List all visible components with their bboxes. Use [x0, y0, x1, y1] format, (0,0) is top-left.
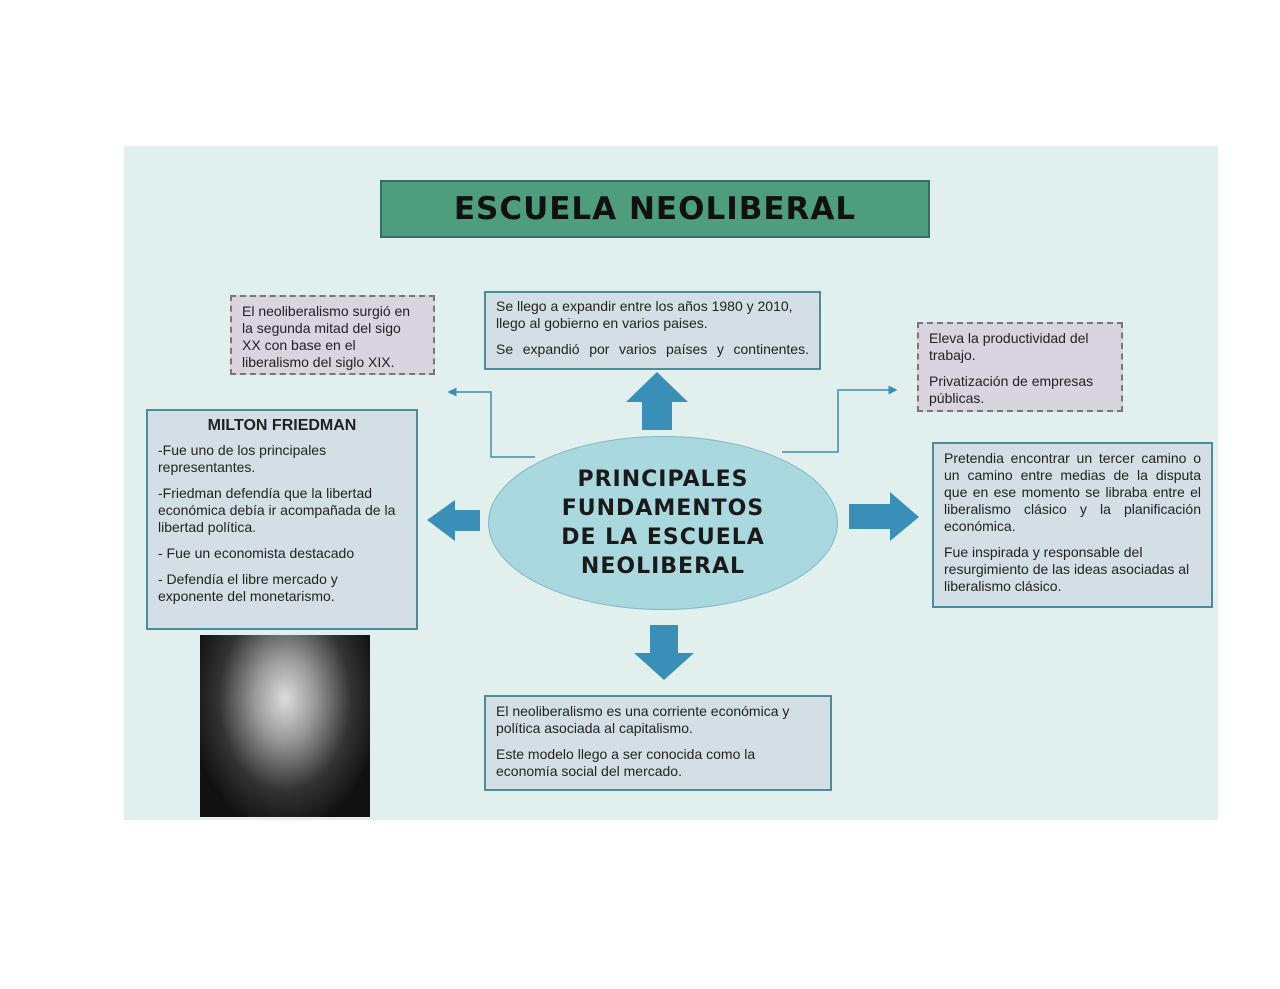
expansion-text-2: Se expandió por varios países y continen…	[496, 341, 809, 357]
friedman-box: MILTON FRIEDMAN -Fue uno de los principa…	[146, 409, 418, 630]
third-way-text-1: Pretendia encontrar un tercer camino o u…	[944, 450, 1201, 534]
origin-note: El neoliberalismo surgió en la segunda m…	[230, 295, 435, 375]
arrow-down-icon	[634, 625, 694, 680]
center-line: NEOLIBERAL	[580, 554, 746, 579]
friedman-item: - Defendía el libre mercado y exponente …	[158, 571, 338, 604]
productivity-text-1: Eleva la productividad del trabajo.	[929, 330, 1089, 363]
third-way-text-2: Fue inspirada y responsable del resurgim…	[944, 544, 1190, 594]
friedman-item: -Fue uno de los principales representant…	[158, 442, 327, 475]
page-title: ESCUELA NEOLIBERAL	[380, 180, 930, 238]
center-line: FUNDAMENTOS	[561, 496, 765, 521]
arrow-right-icon	[849, 492, 919, 541]
definition-text-2: Este modelo llego a ser conocida como la…	[496, 746, 756, 779]
origin-text: El neoliberalismo surgió en la segunda m…	[242, 303, 411, 370]
definition-text-1: El neoliberalismo es una corriente econó…	[496, 703, 790, 736]
arrow-left-icon	[427, 500, 480, 541]
center-line: PRINCIPALES	[577, 467, 749, 492]
connector-top-left	[447, 387, 535, 458]
expansion-text-1: Se llego a expandir entre los años 1980 …	[496, 298, 793, 331]
productivity-note: Eleva la productividad del trabajo. Priv…	[917, 322, 1123, 412]
friedman-heading: MILTON FRIEDMAN	[207, 417, 357, 434]
connector-top-right	[782, 385, 898, 453]
arrow-up-icon	[626, 372, 688, 430]
milton-friedman-photo	[200, 635, 370, 817]
friedman-item: - Fue un economista destacado	[158, 545, 355, 561]
center-line: DE LA ESCUELA	[561, 525, 765, 550]
productivity-text-2: Privatización de empresas públicas.	[929, 373, 1094, 406]
friedman-item: -Friedman defendía que la libertad econó…	[158, 485, 396, 535]
definition-box: El neoliberalismo es una corriente econó…	[484, 695, 832, 791]
third-way-box: Pretendia encontrar un tercer camino o u…	[932, 442, 1213, 608]
central-concept: PRINCIPALES FUNDAMENTOS DE LA ESCUELA NEOLI…	[488, 436, 838, 610]
expansion-box: Se llego a expandir entre los años 1980 …	[484, 291, 821, 370]
